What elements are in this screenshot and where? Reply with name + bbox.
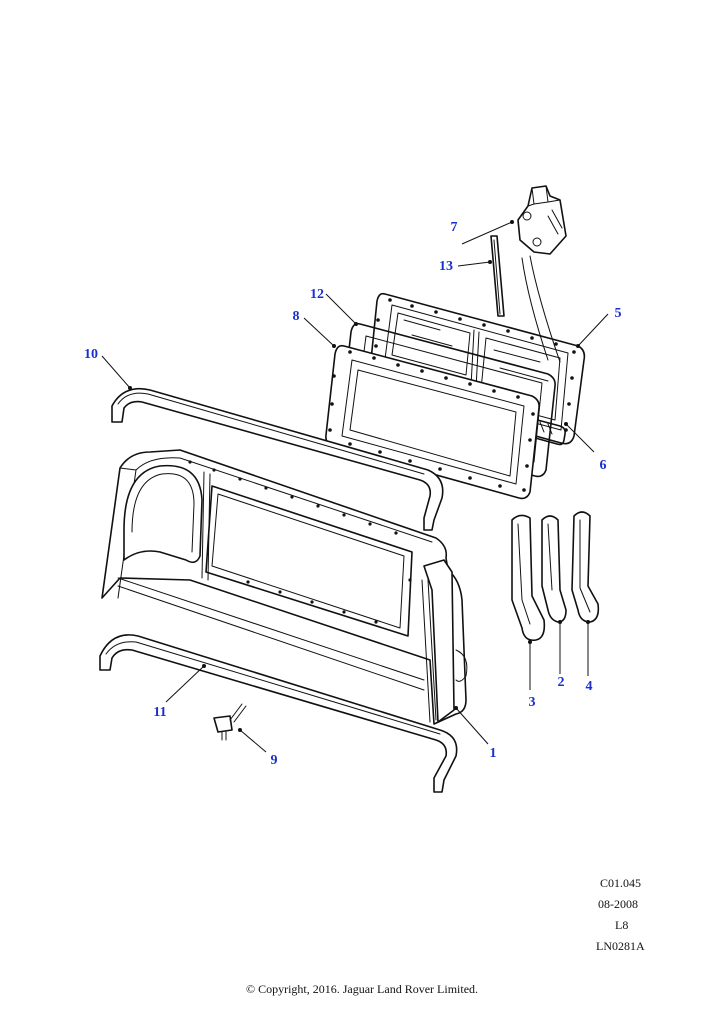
part-11-lower-trim [99,634,458,793]
part-13-slide-runner [490,235,505,317]
illustration-number: LN0281A [596,939,645,953]
part-10-upper-trim [111,387,444,531]
part-3-seal [511,514,546,642]
part-7-window-catch [517,185,567,363]
part-2-seal [541,515,567,623]
callout-13: 13 [439,259,453,274]
callout-7: 7 [451,220,458,235]
part-1-side-panel [101,449,468,725]
copyright-notice: © Copyright, 2016. Jaguar Land Rover Lim… [245,982,479,996]
callout-9: 9 [271,753,278,768]
part-4-seal [571,511,600,623]
callout-3: 3 [529,695,536,710]
callout-12: 12 [310,287,324,302]
leader-lines [101,220,609,753]
reference-date: 08-2008 [598,897,638,911]
callout-11: 11 [153,705,166,720]
callout-5: 5 [615,306,622,321]
callout-8: 8 [293,309,300,324]
callout-labels: 7 13 12 8 5 6 10 11 1 9 3 2 4 [84,220,622,768]
callout-2: 2 [558,675,565,690]
part-8-window-finisher [325,344,540,500]
reference-level: L8 [615,918,629,932]
callout-1: 1 [490,746,497,761]
callout-10: 10 [84,347,98,362]
callout-6: 6 [600,458,607,473]
callout-4: 4 [586,679,593,694]
part-9-fastener [213,703,247,741]
reference-code: C01.045 [600,876,642,890]
